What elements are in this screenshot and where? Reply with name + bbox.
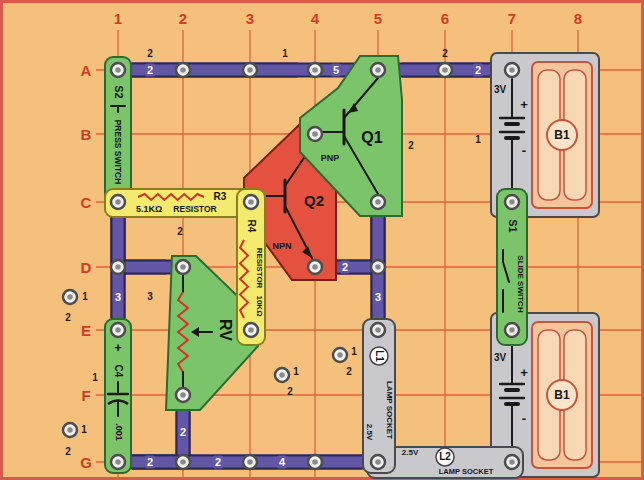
level-number: 1 xyxy=(92,373,98,383)
part-label: Q1 xyxy=(361,130,382,146)
part-label: S1 xyxy=(507,219,518,232)
part-label: R4 xyxy=(246,220,256,233)
part-label: NPN xyxy=(272,242,291,251)
level-number: 2 xyxy=(287,387,293,397)
part-label: PNP xyxy=(321,154,340,163)
grid-label: D xyxy=(81,260,92,275)
level-number: 1 xyxy=(82,292,88,302)
level-number: 1 xyxy=(351,347,357,357)
wire-number: 2 xyxy=(473,64,483,77)
wire-number: 2 xyxy=(213,456,223,469)
grid-label: A xyxy=(81,63,92,78)
part-label: + xyxy=(114,341,122,354)
part-label: PRESS SWITCH xyxy=(114,120,123,185)
level-number: 2 xyxy=(177,227,183,237)
grid-label: C xyxy=(81,195,92,210)
grid-label: G xyxy=(80,455,92,470)
capacitor: + C4 .001 xyxy=(104,318,132,474)
level-number: 1 xyxy=(475,135,481,145)
snap-wire xyxy=(132,70,298,71)
level-number: 3 xyxy=(147,292,153,302)
wire-number: 5 xyxy=(331,64,341,77)
grid-label: 4 xyxy=(311,11,319,26)
resistor: R4RESISTOR 10KΩ xyxy=(236,188,266,346)
part-label: - xyxy=(522,412,526,425)
wire-number: 3 xyxy=(113,291,123,304)
part-label: 2.5V xyxy=(402,449,418,457)
grid-label: 7 xyxy=(508,11,516,26)
grid-label: 5 xyxy=(374,11,382,26)
part-label: L1 xyxy=(374,350,384,362)
part-label: B1 xyxy=(554,389,569,401)
grid-label: F xyxy=(81,388,90,403)
part-label: 3V xyxy=(494,353,506,363)
part-label: LAMP SOCKET xyxy=(439,468,493,476)
grid-label: 2 xyxy=(179,11,187,26)
level-number: 2 xyxy=(346,367,352,377)
level-number: 2 xyxy=(65,447,71,457)
grid-label: 6 xyxy=(441,11,449,26)
level-number: 2 xyxy=(65,313,71,323)
level-number: 1 xyxy=(282,49,288,59)
part-label: L2 xyxy=(439,452,451,462)
part-label: 2.5V xyxy=(365,424,373,440)
part-label: RESISTOR xyxy=(173,205,216,214)
pnp-transistor: Q1PNP xyxy=(298,54,402,216)
part-label: S2 xyxy=(113,85,124,98)
part-label: B1 xyxy=(554,129,569,141)
part-label: - xyxy=(522,144,526,157)
level-number: 1 xyxy=(293,367,299,377)
part-label: R3 xyxy=(214,192,227,202)
part-label: SLIDE SWITCH xyxy=(516,255,524,312)
level-number: 2 xyxy=(147,49,153,59)
wire-number: 2 xyxy=(178,426,188,439)
level-number: 1 xyxy=(81,425,87,435)
part-label: + xyxy=(520,98,528,111)
grid-label: 3 xyxy=(246,11,254,26)
lamp-socket: L1LAMP SOCKET 2.5V xyxy=(362,318,396,474)
wire-number: 4 xyxy=(277,456,287,469)
part-label: 10KΩ xyxy=(255,295,263,316)
part-label: .001 xyxy=(114,423,123,441)
wire-number: 2 xyxy=(145,64,155,77)
part-label: 3V xyxy=(494,85,506,95)
grid-label: B xyxy=(81,127,92,142)
part-label: RESISTOR xyxy=(255,248,263,289)
slide-switch: S1SLIDE SWITCH xyxy=(496,188,528,346)
part-label: RV xyxy=(217,319,233,341)
part-label: C4 xyxy=(113,365,123,378)
wire-number: 2 xyxy=(145,456,155,469)
part-label: + xyxy=(520,366,528,379)
pnp-transistor-shape xyxy=(298,54,402,216)
wire-number: 2 xyxy=(340,261,350,274)
level-number: 2 xyxy=(408,141,414,151)
wire-number: 3 xyxy=(373,291,383,304)
part-label: Q2 xyxy=(304,193,324,208)
level-number: 2 xyxy=(442,49,448,59)
grid-label: 1 xyxy=(114,11,122,26)
grid-label: E xyxy=(81,323,91,338)
part-label: 5.1KΩ xyxy=(136,205,162,214)
part-label: LAMP SOCKET xyxy=(385,381,393,439)
grid-label: 8 xyxy=(574,11,582,26)
